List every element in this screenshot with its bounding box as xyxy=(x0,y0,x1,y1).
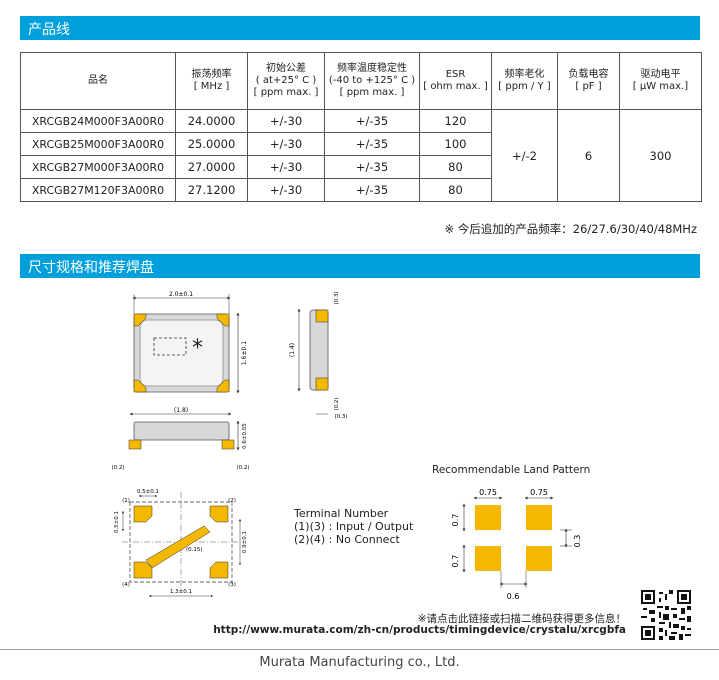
load-capacitance-cell: 6 xyxy=(557,109,620,202)
table-row: XRCGB24M000F3A00R0 24.0000 +/-30 +/-35 1… xyxy=(20,109,702,202)
dim-side-03a: (0.3) xyxy=(334,291,340,304)
land-w2: 0.75 xyxy=(530,488,548,497)
terminal-title: Terminal Number xyxy=(294,507,389,520)
esr-cell: 100 xyxy=(419,132,492,156)
pin-2-label: (2) xyxy=(228,498,236,504)
terminal-line-1: (1)(3) : Input / Output xyxy=(294,520,414,533)
esr-cell: 120 xyxy=(419,109,492,133)
land-gap-h: 0.6 xyxy=(507,592,520,601)
header-temp-stability: 频率温度稳定性(-40 to +125° C )[ ppm max. ] xyxy=(324,52,420,110)
land-h2: 0.7 xyxy=(451,555,460,568)
frequency-cell: 27.0000 xyxy=(175,155,248,179)
part-number-cell: XRCGB25M000F3A00R0 xyxy=(20,132,176,156)
table-header-row: 品名 振荡频率[ MHz ] 初始公差( at+25° C )[ ppm max… xyxy=(20,52,702,110)
dim-bottom-05: 0.5±0.1 xyxy=(137,489,159,495)
bottom-view: (1) (2) (3) (4) 0.5±0.1 0.5±0.1 (0.15) 0… xyxy=(114,489,248,598)
land-w1: 0.75 xyxy=(479,488,497,497)
table-row: XRCGB27M120F3A00R0 27.1200 +/-30 +/-35 8… xyxy=(20,178,702,202)
dim-front-height: 0.6±0.05 xyxy=(242,423,248,449)
dim-bottom-09: 0.9±0.1 xyxy=(242,531,248,553)
dim-side-03b: (0.3) xyxy=(334,414,347,420)
side-view: (1.4) (0.3) (0.2) (0.3) xyxy=(289,291,348,420)
qr-note: ※请点击此链接或扫描二维码获得更多信息！ xyxy=(417,613,626,625)
section-header-products: 产品线 xyxy=(20,16,700,40)
header-drive-level: 驱动电平[ μW max.] xyxy=(619,52,702,110)
top-view: 2.0±0.1 * 1.6±0.1 xyxy=(132,291,248,394)
section-title-dimensions: 尺寸规格和推荐焊盘 xyxy=(28,260,154,276)
land-pattern-title: Recommendable Land Pattern xyxy=(432,464,591,476)
footer-divider xyxy=(0,649,719,650)
frequency-footnote: ※ 今后追加的产品频率：26/27.6/30/40/48MHz xyxy=(444,222,697,236)
dim-side-02: (0.2) xyxy=(334,397,340,410)
header-initial-tolerance: 初始公差( at+25° C )[ ppm max. ] xyxy=(247,52,325,110)
land-gap-v: 0.3 xyxy=(573,535,582,548)
frequency-cell: 25.0000 xyxy=(175,132,248,156)
section-header-dimensions: 尺寸规格和推荐焊盘 xyxy=(20,254,700,278)
frequency-cell: 27.1200 xyxy=(175,178,248,202)
product-link[interactable]: http://www.murata.com/zh-cn/products/tim… xyxy=(213,624,626,636)
stability-cell: +/-35 xyxy=(324,109,420,133)
product-spec-table: 品名 振荡频率[ MHz ] 初始公差( at+25° C )[ ppm max… xyxy=(20,52,702,202)
table-row: XRCGB27M000F3A00R0 27.0000 +/-30 +/-35 8… xyxy=(20,155,702,179)
drive-level-cell: 300 xyxy=(619,109,702,202)
stability-cell: +/-35 xyxy=(324,132,420,156)
stability-cell: +/-35 xyxy=(324,155,420,179)
dim-front-18: (1.8) xyxy=(174,407,188,414)
pin-3-label: (3) xyxy=(228,582,236,588)
dim-bottom-13: 1.3±0.1 xyxy=(170,589,192,595)
part-number-cell: XRCGB27M000F3A00R0 xyxy=(20,155,176,179)
pin-4-label: (4) xyxy=(122,582,130,588)
header-frequency: 振荡频率[ MHz ] xyxy=(175,52,248,110)
esr-cell: 80 xyxy=(419,155,492,179)
esr-cell: 80 xyxy=(419,178,492,202)
section-title-products: 产品线 xyxy=(28,22,70,38)
header-esr: ESR[ ohm max. ] xyxy=(419,52,492,110)
terminal-line-2: (2)(4) : No Connect xyxy=(294,533,400,546)
svg-text:*: * xyxy=(192,336,203,361)
tolerance-cell: +/-30 xyxy=(247,155,325,179)
frequency-cell: 24.0000 xyxy=(175,109,248,133)
part-number-cell: XRCGB27M120F3A00R0 xyxy=(20,178,176,202)
dimension-drawing: 2.0±0.1 * 1.6±0.1 (1.4) (0.3) (0.2) (0.3… xyxy=(111,291,582,601)
tolerance-cell: +/-30 xyxy=(247,109,325,133)
table-row: XRCGB25M000F3A00R0 25.0000 +/-30 +/-35 1… xyxy=(20,132,702,156)
qr-code-icon[interactable] xyxy=(641,590,691,640)
company-footer: Murata Manufacturing co., Ltd. xyxy=(259,655,460,670)
dim-top-width: 2.0±0.1 xyxy=(169,291,193,298)
land-pattern: 0.75 0.75 0.7 0.7 0.3 0.6 xyxy=(451,488,582,601)
aging-cell: +/-2 xyxy=(491,109,558,202)
dim-bottom-015: (0.15) xyxy=(186,547,203,553)
dim-bottom-05v: 0.5±0.1 xyxy=(114,511,120,533)
dim-side-14: (1.4) xyxy=(289,343,296,357)
header-aging: 频率老化[ ppm / Y ] xyxy=(491,52,558,110)
stability-cell: +/-35 xyxy=(324,178,420,202)
header-load-capacitance: 负载电容[ pF ] xyxy=(557,52,620,110)
dim-front-02a: (0.2) xyxy=(111,465,124,471)
header-part-number: 品名 xyxy=(20,52,176,110)
dim-front-02b: (0.2) xyxy=(236,465,249,471)
tolerance-cell: +/-30 xyxy=(247,132,325,156)
land-h1: 0.7 xyxy=(451,514,460,527)
terminal-number-legend: Terminal Number (1)(3) : Input / Output … xyxy=(294,507,413,546)
part-number-cell: XRCGB24M000F3A00R0 xyxy=(20,109,176,133)
dim-side-height: 1.6±0.1 xyxy=(241,341,248,365)
front-view: (1.8) 0.6±0.05 (0.2) (0.2) xyxy=(111,407,249,471)
pin-1-label: (1) xyxy=(122,498,130,504)
tolerance-cell: +/-30 xyxy=(247,178,325,202)
